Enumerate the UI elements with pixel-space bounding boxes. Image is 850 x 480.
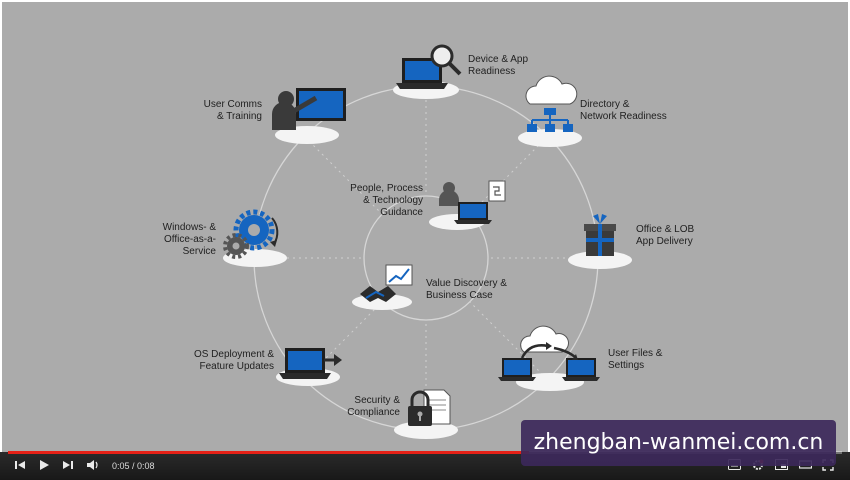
label-security-compliance: Security & Compliance [347,395,400,418]
inner-ring [363,195,489,321]
play-icon[interactable] [38,459,50,471]
lifecycle-diagram [223,44,632,439]
cloud-network-icon [525,75,578,132]
progress-bar[interactable] [8,451,842,454]
label-people-process-technology: People, Process & Technology Guidance [350,183,423,218]
video-frame[interactable]: Device & App Readiness Directory & Netwo… [2,2,848,454]
presenter-screen-icon [272,88,346,130]
volume-icon[interactable] [86,459,100,471]
lock-document-icon [408,389,451,426]
label-directory-network-readiness: Directory & Network Readiness [580,99,667,122]
label-os-deployment-feature-updates: OS Deployment & Feature Updates [193,349,274,372]
laptop-arrow-icon [279,348,342,379]
gears-icon [223,209,279,259]
handshake-chart-icon [360,264,413,302]
laptop-search-icon [396,44,462,89]
label-device-app-readiness: Device & App Readiness [468,54,529,77]
gift-box-icon [584,214,616,256]
label-value-discovery-business-case: Value Discovery & Business Case [426,278,507,301]
person-laptop-icon [439,180,506,224]
label-user-comms-training: User Comms & Training [203,99,262,122]
skip-next-icon[interactable] [62,459,74,471]
label-user-files-settings: User Files & Settings [608,348,663,371]
label-office-lob-app-delivery: Office & LOB App Delivery [636,224,695,247]
skip-previous-icon[interactable] [14,459,26,471]
pedestals [223,81,632,439]
laptops-cloud-sync-icon [498,325,600,381]
progress-fill [8,451,530,454]
label-windows-office-as-a-service: Windows- & Office-as-a- Service [162,222,216,257]
time-display: 0:05 / 0:08 [112,461,155,471]
watermark-banner: zhengban-wanmei.com.cn [521,420,836,466]
